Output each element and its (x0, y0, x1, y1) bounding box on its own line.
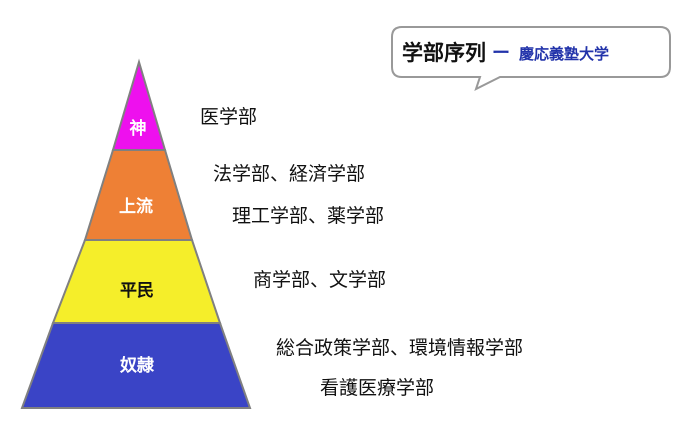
faculty-commoner-line-1: 商学部、文学部 (253, 269, 386, 291)
tier-upper-label: 上流 (119, 196, 153, 217)
faculty-god-line-1: 医学部 (200, 106, 257, 128)
faculty-upper-line-1: 法学部、経済学部 (213, 163, 365, 185)
faculty-slave-line-1: 総合政策学部、環境情報学部 (276, 337, 523, 359)
faculty-lists: 医学部 法学部、経済学部 理工学部、薬学部 商学部、文学部 総合政策学部、環境情… (200, 106, 523, 399)
title-main: 学部序列 (402, 41, 486, 65)
tier-god-label: 神 (130, 118, 147, 139)
tier-commoner-label: 平民 (120, 281, 154, 301)
tier-slave-label: 奴隷 (119, 355, 155, 376)
tier-slave-band (20, 322, 252, 409)
title-bubble-shape (391, 26, 671, 91)
pyramid: 神 上流 平民 奴隷 (20, 58, 252, 409)
tier-upper-band (83, 149, 194, 241)
title-bubble: 学部序列 ー 慶応義塾大学 (391, 26, 671, 91)
faculty-slave-line-2: 看護医療学部 (320, 377, 434, 399)
title-university: 慶応義塾大学 (519, 45, 609, 63)
title-dash: ー (492, 43, 510, 64)
faculty-upper-line-2: 理工学部、薬学部 (232, 205, 384, 227)
